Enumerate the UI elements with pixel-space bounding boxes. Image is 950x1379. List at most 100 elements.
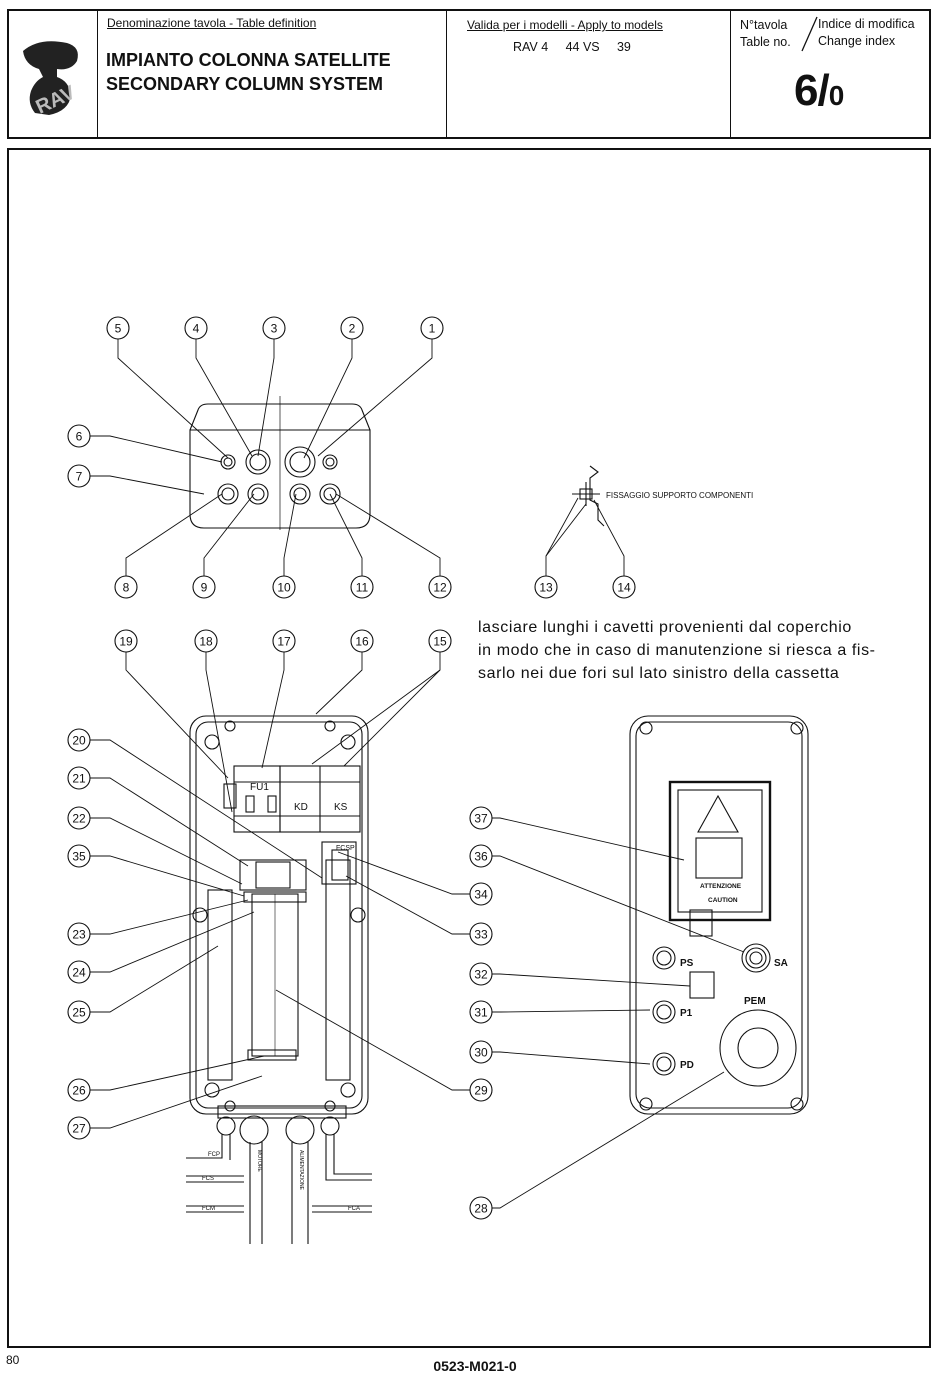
callout-number-23: 23 — [72, 928, 86, 942]
callout-circle-24 — [67, 960, 91, 984]
callout-number-5: 5 — [115, 322, 122, 336]
callout-number-27: 27 — [72, 1122, 86, 1136]
callout-number-2: 2 — [349, 322, 356, 336]
table-number-cell: N°tavola Table no. Indice di modifica Ch… — [731, 11, 931, 137]
callout-circle-5 — [106, 316, 130, 340]
callout-number-24: 24 — [72, 966, 86, 980]
callout-number-20: 20 — [72, 734, 86, 748]
callout-circle-2 — [340, 316, 364, 340]
label-fcm: FCM — [202, 1206, 215, 1212]
callout-circle-12 — [428, 575, 452, 599]
label-ps: PS — [680, 958, 694, 969]
callout-circle-16 — [350, 629, 374, 653]
callout-circle-35 — [67, 844, 91, 868]
callout-circle-3 — [262, 316, 286, 340]
label-pd: PD — [680, 1060, 694, 1071]
callout-number-16: 16 — [355, 635, 369, 649]
callout-number-34: 34 — [474, 888, 488, 902]
callout-circle-33 — [469, 922, 493, 946]
maintenance-note: lasciare lunghi i cavetti provenienti da… — [478, 616, 876, 685]
component-labels: FU1 KD KS FCSP PS SA P1 PD PEM ATTENZION… — [202, 491, 788, 1212]
callout-number-1: 1 — [429, 322, 436, 336]
callout-circle-18 — [194, 629, 218, 653]
callout-number-30: 30 — [474, 1046, 488, 1060]
callout-number-25: 25 — [72, 1006, 86, 1020]
callout-circle-21 — [67, 766, 91, 790]
drawing-code: 0523-M021-0 — [433, 1358, 517, 1374]
label-p1: P1 — [680, 1008, 693, 1019]
page-number: 80 — [6, 1353, 20, 1367]
label-motore: MOTORE — [256, 1150, 262, 1173]
callout-circle-22 — [67, 806, 91, 830]
label-sa: SA — [774, 958, 788, 969]
drawing-frame — [7, 148, 931, 1348]
slash-divider — [801, 16, 818, 52]
callout-circle-37 — [469, 806, 493, 830]
fixing-bracket — [572, 465, 605, 527]
callout-circle-30 — [469, 1040, 493, 1064]
callout-number-12: 12 — [433, 581, 447, 595]
callout-number-6: 6 — [76, 430, 83, 444]
models-list: RAV 4 44 VS 39 — [513, 40, 631, 54]
callout-circle-14 — [612, 575, 636, 599]
change-index-label-it: Indice di modifica — [818, 17, 915, 31]
fixing-label: FISSAGGIO SUPPORTO COMPONENTI — [606, 491, 753, 500]
callout-number-14: 14 — [617, 581, 631, 595]
callout-number-32: 32 — [474, 968, 488, 982]
callout-number-29: 29 — [474, 1084, 488, 1098]
definition-label: Denominazione tavola - Table definition — [107, 16, 317, 30]
callout-circle-26 — [67, 1078, 91, 1102]
callout-number-4: 4 — [193, 322, 200, 336]
callout-number-10: 10 — [277, 581, 291, 595]
change-index: 0 — [828, 80, 845, 111]
callout-number-26: 26 — [72, 1084, 86, 1098]
control-panel — [629, 715, 809, 1115]
callout-circle-8 — [114, 575, 138, 599]
callout-number-8: 8 — [123, 581, 130, 595]
cable-gland-box — [189, 396, 371, 530]
callout-circle-9 — [192, 575, 216, 599]
title-italian: IMPIANTO COLONNA SATELLITE — [106, 50, 391, 70]
label-caution: CAUTION — [708, 897, 738, 904]
callout-circle-32 — [469, 962, 493, 986]
title-block: RAV Denominazione tavola - Table definit… — [7, 9, 931, 139]
callout-number-31: 31 — [474, 1006, 488, 1020]
callout-circle-23 — [67, 922, 91, 946]
callout-number-15: 15 — [433, 635, 447, 649]
callout-number-19: 19 — [119, 635, 133, 649]
callout-circle-13 — [534, 575, 558, 599]
label-alimentazione: ALIMENTAZIONE — [298, 1150, 304, 1191]
label-fcs: FCS — [202, 1176, 214, 1182]
label-ks: KS — [334, 802, 348, 813]
label-fcsp: FCSP — [336, 845, 355, 852]
label-kd: KD — [294, 802, 308, 813]
callout-number-17: 17 — [277, 635, 291, 649]
callout-circle-28 — [469, 1196, 493, 1220]
callout-circle-7 — [67, 464, 91, 488]
callout-number-13: 13 — [539, 581, 553, 595]
callout-circle-36 — [469, 844, 493, 868]
callout-number-22: 22 — [72, 812, 86, 826]
callout-circle-19 — [114, 629, 138, 653]
callout-number-18: 18 — [199, 635, 213, 649]
label-fcp: FCP — [208, 1152, 220, 1158]
callout-circle-27 — [67, 1116, 91, 1140]
callout-circle-11 — [350, 575, 374, 599]
logo-cell: RAV — [9, 11, 98, 137]
callout-number-36: 36 — [474, 850, 488, 864]
callout-number-33: 33 — [474, 928, 488, 942]
callout-circle-4 — [184, 316, 208, 340]
callout-circle-31 — [469, 1000, 493, 1024]
callout-number-28: 28 — [474, 1202, 488, 1216]
models-label: Valida per i modelli - Apply to models — [467, 18, 663, 32]
callout-number-35: 35 — [72, 850, 86, 864]
label-fca: FCA — [348, 1206, 360, 1212]
electrical-box — [186, 715, 372, 1244]
title-english: SECONDARY COLUMN SYSTEM — [106, 74, 384, 94]
label-attention: ATTENZIONE — [700, 883, 742, 890]
table-number: 6/0 — [794, 66, 845, 115]
callout-number-21: 21 — [72, 772, 86, 786]
callout-number-3: 3 — [271, 322, 278, 336]
note-line: in modo che in caso di manutenzione si r… — [478, 642, 876, 659]
callout-circle-10 — [272, 575, 296, 599]
